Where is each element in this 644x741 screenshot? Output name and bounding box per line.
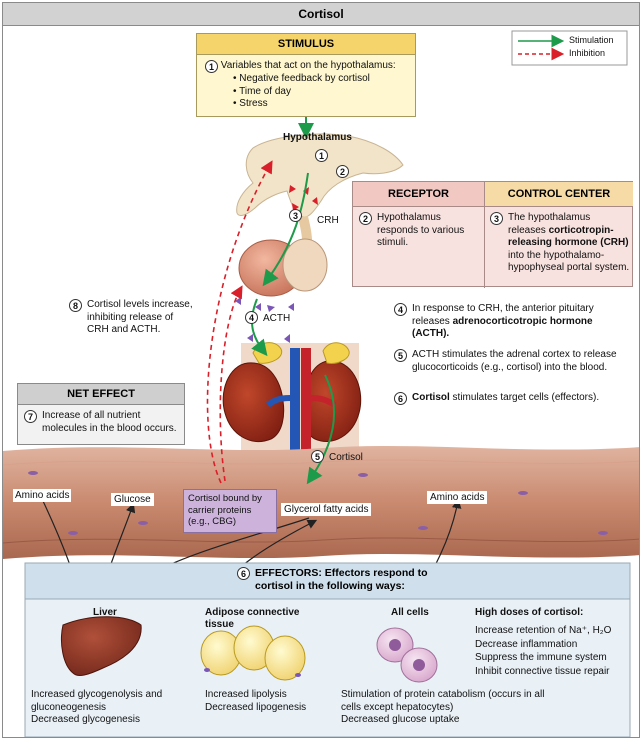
control-center-text-bold: corticotropin-releasing hormone (CRH) [508, 224, 629, 249]
hypothalamus-illustration [236, 133, 404, 297]
liver-illustration [60, 616, 142, 676]
crh-arrow [262, 172, 309, 287]
step-4-text-bold: adrenocorticotropic hormone (ACTH). [412, 315, 593, 340]
effectors-number: 6 [237, 567, 250, 580]
stimulus-header: STIMULUS [197, 34, 415, 55]
control-center-header: CONTROL CENTER [485, 182, 633, 207]
blood-vessel [3, 445, 639, 559]
feedback-text-body: Cortisol levels increase, inhibiting rel… [87, 299, 193, 335]
effectors-header-text: EFFECTORS: Effectors respond to cortisol… [255, 567, 428, 592]
adrenal-kidney-illustration [222, 342, 362, 453]
legend-stimulation-label: Stimulation [569, 35, 614, 45]
cortisol-label: Cortisol [329, 452, 363, 463]
stimulus-item: Negative feedback by cortisol [233, 73, 409, 86]
step-6-text-b: stimulates target cells (effectors). [449, 392, 600, 403]
step-5-text-a: ACTH stimulates the adrenal cortex to re… [412, 349, 617, 373]
stimulus-intro: Variables that act on the hypothalamus: [220, 60, 396, 71]
high-doses-effect-line: Increase retention of Na⁺, H₂O [475, 625, 612, 636]
adipose-effect-line: Increased lipolysis [205, 689, 287, 700]
net-effect-number: 7 [24, 410, 37, 423]
acth-label: ACTH [263, 313, 291, 324]
high-doses-effects: Increase retention of Na⁺, H₂O Decrease … [475, 624, 630, 678]
step-6-number: 6 [394, 392, 407, 405]
feedback-number: 8 [69, 299, 82, 312]
net-effect-header: NET EFFECT [18, 384, 184, 405]
step-5-marker: 5 [311, 450, 324, 463]
cortisol-bound-box: Cortisol bound by carrier proteins (e.g.… [183, 489, 277, 533]
control-center-text-b: into the hypothalamo-hypophyseal portal … [508, 249, 630, 274]
glycerol-fatty-acids-label: Glycerol fatty acids [281, 503, 372, 516]
adipose-name: Adipose connective tissue [205, 607, 300, 630]
effectors-header: 6 EFFECTORS: Effectors respond to cortis… [237, 567, 537, 592]
stimulus-item: Stress [233, 98, 409, 111]
high-doses-name: High doses of cortisol: [475, 607, 584, 618]
legend-box [511, 30, 628, 66]
liver-effect-line: Decreased glycogenesis [31, 714, 140, 725]
receptor-header: RECEPTOR [353, 182, 485, 207]
step-2-marker: 2 [336, 165, 349, 178]
all-cells-effect-line: Decreased glucose uptake [341, 714, 460, 725]
adipose-effects: Increased lipolysis Decreased lipogenesi… [205, 689, 335, 714]
glucose-label: Glucose [111, 493, 154, 506]
hypothalamus-label: Hypothalamus [283, 132, 352, 143]
high-doses-effect-line: Suppress the immune system [475, 652, 607, 663]
step-5-number: 5 [394, 349, 407, 362]
step-4-marker: 4 [245, 311, 258, 324]
step-5-text: 5 ACTH stimulates the adrenal cortex to … [394, 349, 634, 373]
stimulus-item: Time of day [233, 86, 409, 99]
legend-inhibition-label: Inhibition [569, 48, 606, 58]
step-4-number: 4 [394, 303, 407, 316]
control-center-text-a: The hypothalamus releases [508, 212, 591, 236]
feedback-text: 8 Cortisol levels increase, inhibiting r… [69, 299, 197, 335]
liver-effect-line: Increased glycogenolysis and gluconeogen… [31, 689, 163, 713]
net-effect-box: NET EFFECT 7 Increase of all nutrient mo… [17, 383, 185, 445]
crh-label: CRH [317, 215, 339, 226]
acth-arrow [250, 298, 268, 357]
cells-illustration [376, 627, 438, 683]
control-center-number: 3 [490, 212, 503, 225]
step-4-text-a: In response to CRH, the anterior pituita… [412, 303, 594, 327]
all-cells-effect-line: Stimulation of protein catabolism (occur… [341, 689, 545, 713]
step-6-text-bold: Cortisol [412, 392, 450, 403]
net-effect-text: Increase of all nutrient molecules in th… [42, 410, 177, 434]
step-1-marker: 1 [315, 149, 328, 162]
diagram-art [3, 30, 639, 737]
stimulus-number: 1 [205, 60, 218, 73]
amino-acids-left-label: Amino acids [13, 489, 72, 502]
step-6-text: 6 Cortisol stimulates target cells (effe… [394, 392, 634, 405]
receptor-text: Hypothalamus responds to various stimuli… [377, 212, 465, 248]
liver-name: Liver [93, 607, 117, 618]
liver-effects: Increased glycogenolysis and gluconeogen… [31, 689, 181, 727]
receptor-control-box: RECEPTOR CONTROL CENTER 2 Hypothalamus r… [352, 181, 633, 288]
inhibition-to-hypothalamus-arrow [206, 160, 273, 484]
receptor-number: 2 [359, 212, 372, 225]
all-cells-name: All cells [391, 607, 429, 618]
step-4-text: 4 In response to CRH, the anterior pitui… [394, 303, 634, 339]
adipose-illustration [200, 625, 306, 681]
step-3-marker: 3 [289, 209, 302, 222]
inhibition-to-pituitary-arrow [219, 285, 243, 482]
cortisol-arrow [306, 374, 335, 485]
high-doses-effect-line: Inhibit connective tissue repair [475, 665, 610, 677]
adipose-effect-line: Decreased lipogenesis [205, 701, 307, 713]
all-cells-effects: Stimulation of protein catabolism (occur… [341, 689, 551, 727]
high-doses-effect-line: Decrease inflammation [475, 638, 578, 650]
stimulus-box: STIMULUS 1 Variables that act on the hyp… [196, 33, 416, 117]
page-title: Cortisol [3, 3, 639, 26]
amino-acids-right-label: Amino acids [427, 491, 488, 504]
